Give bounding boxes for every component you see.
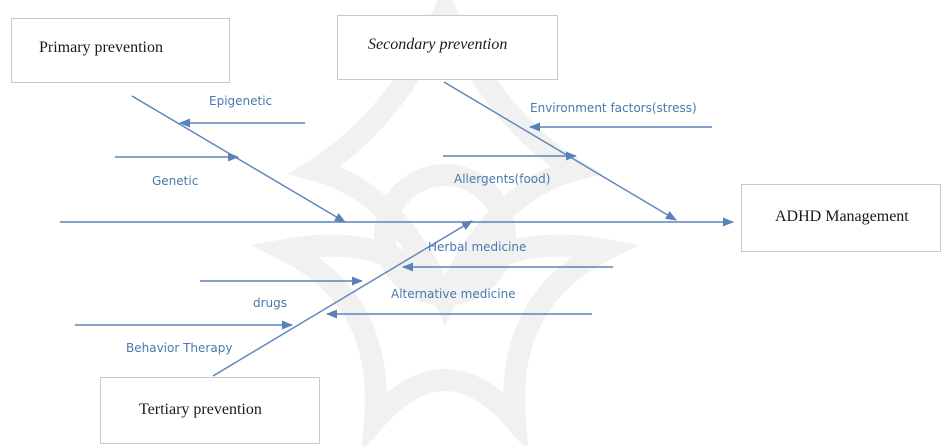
epigenetic-label: Epigenetic bbox=[209, 94, 273, 108]
watermark-ornament bbox=[250, 0, 640, 446]
behavior-label: Behavior Therapy bbox=[126, 341, 233, 355]
drugs-label: drugs bbox=[253, 296, 288, 310]
tertiary-prevention-box: Tertiary prevention bbox=[100, 377, 320, 444]
allergens-label: Allergents(food) bbox=[454, 172, 551, 186]
primary-prevention-label: Primary prevention bbox=[39, 39, 163, 56]
primary-prevention-box: Primary prevention bbox=[11, 18, 230, 83]
outcome-box: ADHD Management bbox=[741, 184, 941, 252]
secondary-prevention-label: Secondary prevention bbox=[368, 36, 508, 53]
secondary-prevention-box: Secondary prevention bbox=[337, 15, 558, 80]
environment-label: Environment factors(stress) bbox=[530, 101, 697, 115]
tertiary-prevention-label: Tertiary prevention bbox=[139, 401, 262, 418]
herbal-label: Herbal medicine bbox=[428, 240, 527, 254]
primary-bone-line bbox=[131, 95, 346, 223]
secondary-bone-line bbox=[443, 81, 677, 221]
outcome-label: ADHD Management bbox=[775, 208, 909, 225]
tertiary-bone-line bbox=[212, 220, 473, 377]
alternative-label: Alternative medicine bbox=[391, 287, 516, 301]
genetic-label: Genetic bbox=[152, 174, 199, 188]
